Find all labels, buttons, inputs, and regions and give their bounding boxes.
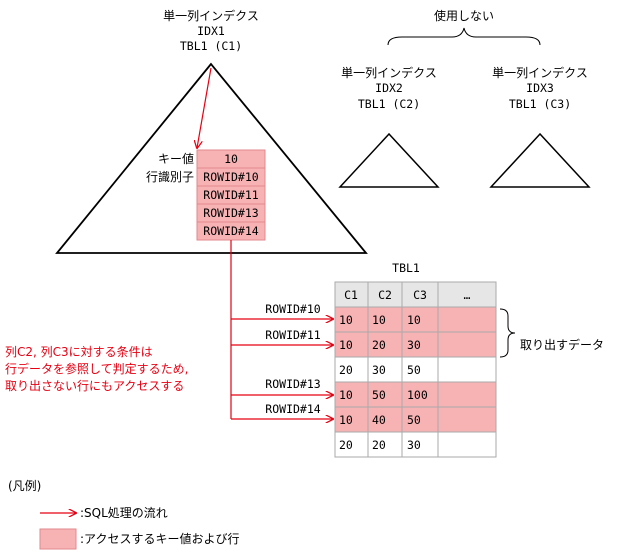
cell-value: 50 [372, 388, 386, 402]
index-idx2: 単一列インデクス IDX2 TBL1 (C2) [338, 65, 440, 188]
cell-value: 50 [407, 363, 421, 377]
retrieved-data-label: 取り出すデータ [520, 337, 604, 352]
legend-box-label: :アクセスするキー値および行 [80, 531, 239, 546]
idx1-label: 単一列インデクス [163, 8, 259, 23]
legend: (凡例) :SQL処理の流れ :アクセスするキー値および行 [8, 479, 239, 550]
index-idx1: 単一列インデクス IDX1 TBL1 (C1) 10 ROWID#10 ROWI… [55, 8, 368, 254]
column-header: C2 [378, 288, 392, 302]
idx1-rowid: ROWID#11 [203, 188, 258, 202]
table-cell [367, 406, 403, 433]
idx1-rowid: ROWID#14 [203, 224, 258, 238]
idx1-rowid: ROWID#13 [203, 206, 258, 220]
cell-value: 50 [407, 413, 421, 427]
idx3-label: 単一列インデクス [492, 65, 588, 80]
table-cell [437, 381, 497, 408]
cell-value: 30 [372, 363, 386, 377]
table-row: 20 20 30 [334, 431, 497, 458]
retrieved-data-callout: 取り出すデータ [499, 308, 604, 358]
arrow-to-key [197, 67, 212, 148]
cell-value: 100 [407, 388, 428, 402]
rowid-arrow-label: ROWID#13 [265, 377, 320, 391]
idx1-name: IDX1 [197, 24, 225, 38]
unused-brace [387, 27, 541, 46]
idx3-table-column: TBL1 (C3) [509, 97, 571, 111]
cell-value: 10 [339, 413, 353, 427]
idx1-table-column: TBL1 (C1) [180, 39, 242, 53]
table-cell [334, 381, 369, 408]
table-cell [367, 381, 403, 408]
table-cell [367, 356, 403, 383]
cell-value: 40 [372, 413, 386, 427]
cell-value: 10 [339, 388, 353, 402]
cell-value: 20 [339, 438, 353, 452]
table-row: 10 40 50 [334, 406, 497, 433]
table-cell [437, 306, 497, 333]
table-cell [401, 331, 439, 358]
rowid-arrow-label: ROWID#10 [265, 302, 320, 316]
cell-value: 20 [339, 363, 353, 377]
idx1-entry-box: 10 ROWID#10 ROWID#11 ROWID#13 ROWID#14 [196, 149, 266, 241]
column-header: … [464, 288, 471, 302]
idx2-label: 単一列インデクス [341, 65, 437, 80]
table-cell [367, 306, 403, 333]
table-cell [334, 331, 369, 358]
legend-highlight-swatch [39, 528, 77, 550]
table-cell [401, 356, 439, 383]
legend-title: (凡例) [8, 479, 41, 493]
rowid-label: 行識別子 [146, 170, 194, 184]
table-cell [437, 431, 497, 458]
rowid-arrow-label: ROWID#11 [265, 328, 320, 342]
cell-value: 10 [407, 313, 421, 327]
table-row: 20 30 50 [334, 356, 497, 383]
note-line: 取り出さない行にもアクセスする [5, 379, 184, 393]
access-note: 列C2, 列C3に対する条件は 行データを参照して判定するため, 取り出さない行… [5, 345, 188, 393]
table-row: 10 50 100 [334, 381, 497, 408]
table-row: 10 20 30 [334, 331, 497, 358]
key-value-label: キー値 [158, 151, 194, 166]
idx2-tree-triangle [338, 132, 440, 188]
idx1-rowid: ROWID#10 [203, 170, 258, 184]
legend-arrow-label: :SQL処理の流れ [80, 506, 168, 520]
table-cell [437, 331, 497, 358]
table-cell [334, 431, 369, 458]
note-line: 列C2, 列C3に対する条件は [5, 345, 153, 359]
cell-value: 20 [372, 338, 386, 352]
rowid-arrow-label: ROWID#14 [265, 402, 320, 416]
cell-value: 20 [372, 438, 386, 452]
table-header-cell [437, 281, 497, 308]
idx1-key-value: 10 [224, 152, 238, 166]
cell-value: 10 [339, 313, 353, 327]
table-name: TBL1 [392, 261, 420, 275]
cell-value: 30 [407, 438, 421, 452]
table-cell [401, 406, 439, 433]
cell-value: 10 [339, 338, 353, 352]
idx3-name: IDX3 [526, 81, 554, 95]
column-header: C3 [413, 288, 427, 302]
unused-indexes-group: 使用しない 単一列インデクス IDX2 TBL1 (C2) 単一列インデクス I… [338, 8, 591, 188]
retrieved-brace [499, 308, 516, 358]
cell-value: 10 [372, 313, 386, 327]
table-tbl1: TBL1 C1 C2 C3 … 10 10 10 10 20 30 [334, 261, 497, 458]
index-idx3: 単一列インデクス IDX3 TBL1 (C3) [489, 65, 591, 188]
idx3-tree-triangle [489, 132, 591, 188]
table-cell [437, 356, 497, 383]
idx2-table-column: TBL1 (C2) [358, 97, 420, 111]
column-header: C1 [344, 288, 358, 302]
cell-value: 30 [407, 338, 421, 352]
note-line: 行データを参照して判定するため, [5, 361, 188, 376]
unused-label: 使用しない [434, 8, 494, 23]
table-cell [401, 431, 439, 458]
sql-flow-arrows: ROWID#10 ROWID#11 ROWID#13 ROWID#14 [197, 67, 333, 419]
idx2-name: IDX2 [375, 81, 403, 95]
table-cell [437, 406, 497, 433]
idx1-tree-triangle [55, 62, 368, 254]
table-row: 10 10 10 [334, 306, 497, 333]
